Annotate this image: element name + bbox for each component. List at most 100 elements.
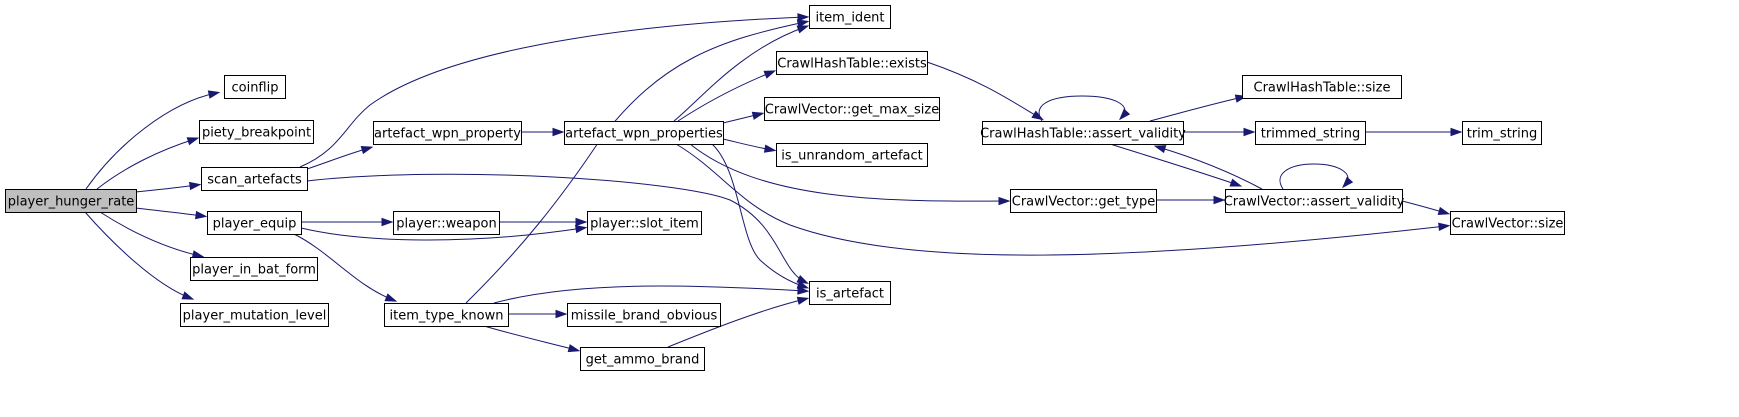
- node-label: player_hunger_rate: [8, 195, 135, 210]
- edge-artefact_wpn_properties-to-CrawlVector_get_max_size: [722, 111, 765, 124]
- node-label: CrawlVector::size: [1452, 217, 1564, 232]
- node-crawlhashtable-assert-validity[interactable]: CrawlHashTable::assert_validity: [980, 121, 1186, 145]
- edge-arrowhead: [1118, 108, 1131, 121]
- node-box: [580, 347, 705, 371]
- node-label: missile_brand_obvious: [571, 309, 718, 324]
- edge-CrawlHashTable_exists-to-CrawlHashTable_assert_validity: [926, 61, 1044, 121]
- edge-get_ammo_brand-to-is_artefact: [667, 296, 810, 348]
- edge-line: [99, 211, 201, 257]
- edge-arrowhead: [751, 111, 765, 120]
- edge-line: [299, 16, 806, 168]
- node-box: [776, 51, 928, 75]
- node-label: CrawlVector::assert_validity: [1224, 195, 1405, 210]
- node-box: [393, 211, 500, 235]
- node-box: [809, 5, 891, 29]
- node-scan-artefacts[interactable]: scan_artefacts: [201, 167, 308, 191]
- edge-arrowhead: [797, 286, 810, 295]
- node-player-slot-item[interactable]: player::slot_item: [587, 211, 702, 235]
- node-crawlvector-get-type[interactable]: CrawlVector::get_type: [1010, 189, 1157, 213]
- edge-trimmed_string-to-trim_string: [1365, 127, 1463, 137]
- edge-arrowhead: [191, 250, 205, 259]
- node-crawlvector-get-max-size[interactable]: CrawlVector::get_max_size: [764, 97, 940, 121]
- edge-CrawlVector_assert_validity-to-CrawlVector_size: [1401, 200, 1451, 215]
- edge-CrawlVector_assert_validity-to-CrawlHashTable_assert_validity: [1153, 145, 1263, 190]
- node-label: CrawlHashTable::size: [1254, 81, 1391, 96]
- node-label: item_ident: [815, 11, 884, 26]
- edge-line: [300, 227, 584, 241]
- node-box: [764, 97, 940, 121]
- node-box: [5, 189, 137, 213]
- edge-player_equip-to-player_weapon: [301, 217, 394, 227]
- node-trim-string[interactable]: trim_string: [1462, 121, 1542, 145]
- edge-line: [677, 71, 773, 122]
- edge-line: [135, 207, 204, 217]
- edge-arrowhead: [1213, 195, 1226, 205]
- node-crawlhashtable-size[interactable]: CrawlHashTable::size: [1242, 75, 1402, 99]
- edge-line: [1109, 143, 1239, 186]
- node-crawlhashtable-exists[interactable]: CrawlHashTable::exists: [776, 51, 928, 75]
- edge-CrawlVector_assert_validity-to-CrawlVector_assert_validity: [1279, 163, 1354, 190]
- edge-line: [926, 61, 1041, 119]
- node-label: coinflip: [231, 81, 278, 96]
- node-label: scan_artefacts: [207, 173, 302, 188]
- edge-arrowhead: [796, 19, 810, 28]
- node-label: player::weapon: [396, 217, 496, 232]
- node-label: artefact_wpn_property: [374, 127, 521, 142]
- node-missile-brand-obvious[interactable]: missile_brand_obvious: [567, 303, 721, 327]
- edge-line: [667, 298, 806, 348]
- edge-line: [293, 233, 394, 301]
- node-box: [587, 211, 702, 235]
- node-box: [224, 75, 286, 99]
- node-crawlvector-size[interactable]: CrawlVector::size: [1450, 211, 1565, 235]
- node-piety-breakpoint[interactable]: piety_breakpoint: [199, 120, 314, 144]
- node-label: trimmed_string: [1261, 127, 1360, 142]
- node-trimmed-string[interactable]: trimmed_string: [1255, 121, 1366, 145]
- node-is-unrandom-artefact[interactable]: is_unrandom_artefact: [776, 143, 928, 167]
- node-is-artefact[interactable]: is_artefact: [809, 281, 891, 305]
- edge-arrowhead: [555, 309, 568, 319]
- node-box: [809, 281, 891, 305]
- node-box: [201, 167, 308, 191]
- node-get-ammo-brand[interactable]: get_ammo_brand: [580, 347, 705, 371]
- node-coinflip[interactable]: coinflip: [224, 75, 286, 99]
- edge-line: [85, 92, 217, 190]
- edge-player_hunger_rate-to-coinflip: [85, 90, 221, 190]
- edge-arrowhead: [189, 181, 202, 191]
- node-box: [190, 257, 318, 281]
- node-item-ident[interactable]: item_ident: [809, 5, 891, 29]
- node-box: [1255, 121, 1366, 145]
- node-box: [567, 303, 721, 327]
- edge-arrowhead: [575, 217, 588, 227]
- nodes-layer: player_hunger_rate coinflip piety_breakpoi…: [5, 5, 1565, 371]
- node-artefact-wpn-properties[interactable]: artefact_wpn_properties: [564, 121, 724, 145]
- edge-arrowhead: [796, 25, 810, 34]
- edge-line: [722, 138, 773, 151]
- edge-arrowhead: [1153, 145, 1167, 154]
- node-player-in-bat-form[interactable]: player_in_bat_form: [190, 257, 318, 281]
- edge-line: [306, 173, 806, 283]
- node-box: [199, 120, 314, 144]
- node-box: [1462, 121, 1542, 145]
- node-label: is_unrandom_artefact: [781, 149, 922, 164]
- edge-player_hunger_rate-to-player_equip: [135, 207, 208, 220]
- node-item-type-known[interactable]: item_type_known: [384, 303, 509, 327]
- node-crawlvector-assert-validity[interactable]: CrawlVector::assert_validity: [1224, 189, 1405, 213]
- edge-line: [675, 143, 1447, 256]
- edge-item_type_known-to-missile_brand_obvious: [508, 309, 568, 319]
- node-box: [1010, 189, 1157, 213]
- edge-line: [493, 285, 806, 304]
- edge-player_equip-to-player_slot_item: [300, 224, 588, 241]
- edge-arrowhead: [797, 13, 810, 22]
- node-box: [207, 211, 302, 235]
- node-player-mutation-level[interactable]: player_mutation_level: [180, 303, 329, 327]
- edge-arrowhead: [1031, 110, 1044, 121]
- edge-artefact_wpn_properties-to-is_unrandom_artefact: [722, 138, 777, 153]
- node-player-weapon[interactable]: player::weapon: [393, 211, 500, 235]
- node-player-hunger-rate[interactable]: player_hunger_rate: [5, 189, 137, 213]
- edge-CrawlHashTable_assert_validity-to-CrawlHashTable_assert_validity: [1038, 95, 1131, 122]
- edge-line: [689, 143, 1007, 202]
- node-artefact-wpn-property[interactable]: artefact_wpn_property: [373, 121, 522, 145]
- node-player-equip[interactable]: player_equip: [207, 211, 302, 235]
- edge-item_type_known-to-get_ammo_brand: [483, 325, 581, 353]
